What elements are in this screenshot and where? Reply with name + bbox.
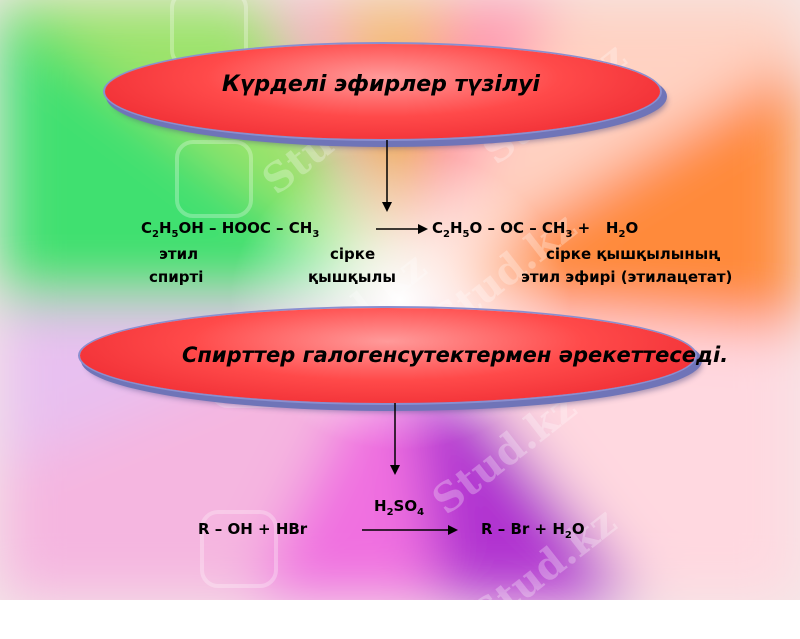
reaction1-reactants: C2H5OH – HOOC – CH3: [141, 219, 320, 240]
title-esters: Күрделі эфирлер түзілуі: [222, 72, 540, 97]
catalyst-label: H2SO4: [374, 497, 425, 518]
label-acetic: сірке: [330, 245, 376, 263]
watermark-logo: [200, 510, 278, 588]
label-spirit: спирті: [149, 268, 204, 286]
label-ethyl: этил: [159, 245, 199, 263]
arrow-down-1: [382, 140, 392, 212]
title-oval-esters: [105, 44, 660, 139]
label-ester-line1: сірке қышқылының: [546, 245, 721, 263]
arrow-down-2: [390, 403, 400, 475]
label-acid: қышқылы: [308, 268, 396, 286]
title-halogen: Спирттер галогенсутектермен әрекеттеседі…: [182, 343, 729, 367]
reaction2-arrow: [362, 525, 458, 535]
watermark-logo: [175, 140, 253, 218]
title-oval-halogen: [80, 308, 695, 403]
reaction2-products: R – Br + H2O: [481, 520, 585, 541]
reaction2-reactants: R – OH + HBr: [198, 520, 308, 538]
label-ester-line2: этил эфирі (этилацетат): [521, 268, 733, 286]
reaction1-arrow: [376, 224, 428, 234]
reaction1-products: C2H5O – OC – CH3 + H2O: [432, 219, 639, 240]
